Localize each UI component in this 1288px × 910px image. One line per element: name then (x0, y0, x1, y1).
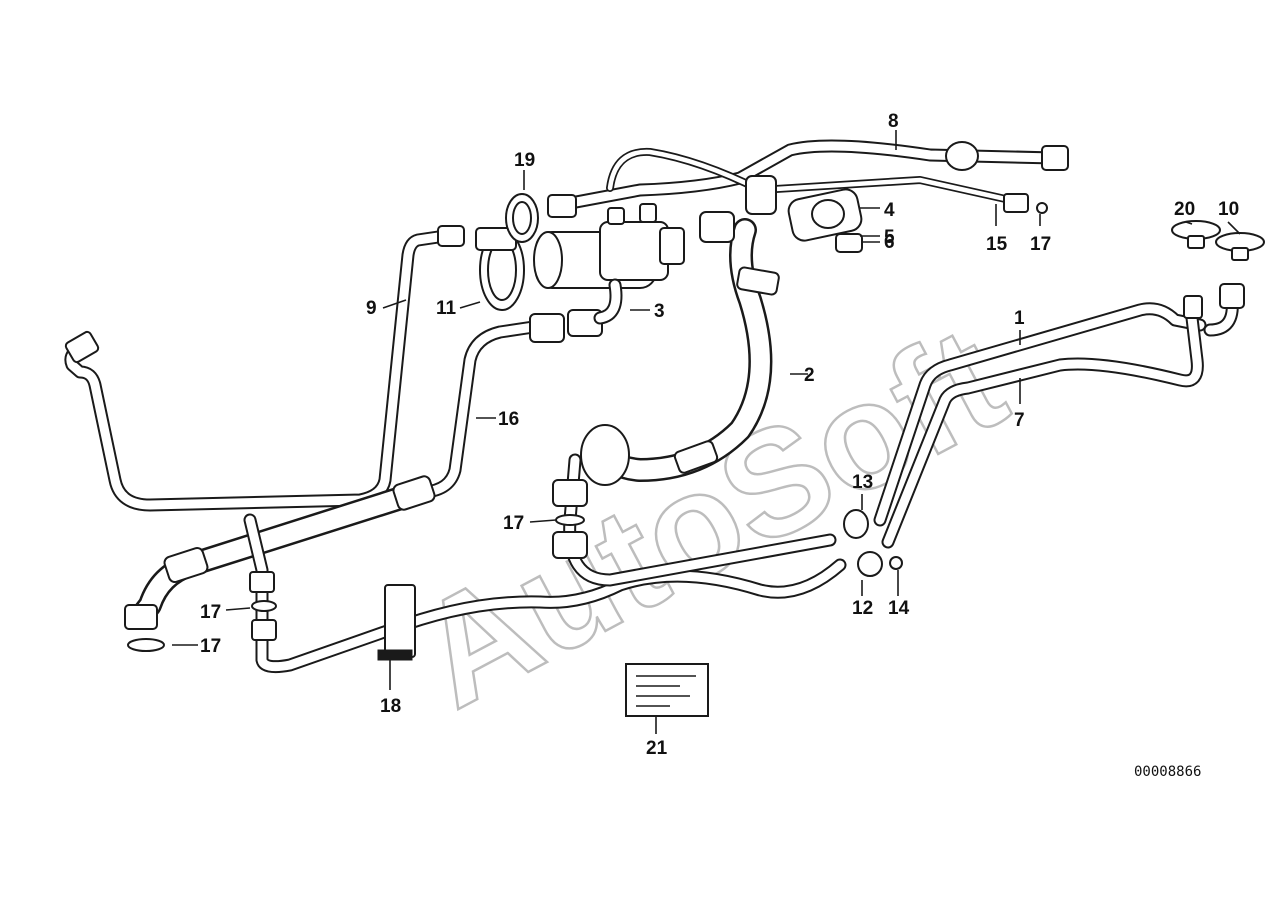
leader-lines (172, 130, 1241, 734)
callout-21: 21 (646, 738, 668, 759)
watermark: AutoSoft (391, 294, 1029, 740)
callout-1: 1 (1014, 308, 1025, 329)
callout-14: 14 (888, 598, 910, 619)
callout-13: 13 (852, 472, 873, 493)
callout-19: 19 (514, 150, 535, 171)
label-plate-21 (625, 663, 709, 717)
pipe-7 (881, 283, 1245, 549)
callout-8: 8 (888, 111, 899, 132)
nuts-15-17 (1036, 202, 1048, 214)
callout-17-center: 17 (503, 513, 524, 534)
callout-6-label: 6 (884, 232, 895, 253)
callout-17-right: 17 (1030, 234, 1051, 255)
callout-labels: 1 2 3 4 5 6 7 8 9 10 11 12 13 14 15 16 1… (200, 111, 1239, 759)
pipe-1 (873, 302, 1207, 527)
callout-17-left-lower: 17 (200, 636, 221, 657)
callout-3: 3 (654, 301, 665, 322)
callout-7: 7 (1014, 410, 1025, 431)
callout-2: 2 (804, 365, 815, 386)
callout-20: 20 (1174, 199, 1195, 220)
callout-4: 4 (884, 200, 895, 221)
callout-17-left-upper: 17 (200, 602, 221, 623)
callout-12: 12 (852, 598, 873, 619)
hose-2 (552, 218, 837, 587)
callout-15: 15 (986, 234, 1008, 255)
callout-11: 11 (436, 298, 457, 319)
callout-5: 5 (884, 227, 895, 248)
grommet-6 (835, 233, 863, 253)
pipe-9 (64, 225, 465, 512)
document-number: 00008866 (1134, 764, 1201, 780)
clips-12-13-14 (843, 509, 903, 577)
callout-9: 9 (366, 298, 377, 319)
hose-16 (124, 309, 603, 652)
clamp-11-19 (475, 193, 539, 311)
valve-body (533, 175, 777, 325)
callout-16: 16 (498, 409, 519, 430)
lower-pipe (243, 513, 847, 674)
bracket-4-5 (787, 188, 863, 242)
callout-10: 10 (1218, 199, 1239, 220)
caps-10-20 (1171, 220, 1265, 261)
callout-18: 18 (380, 696, 401, 717)
